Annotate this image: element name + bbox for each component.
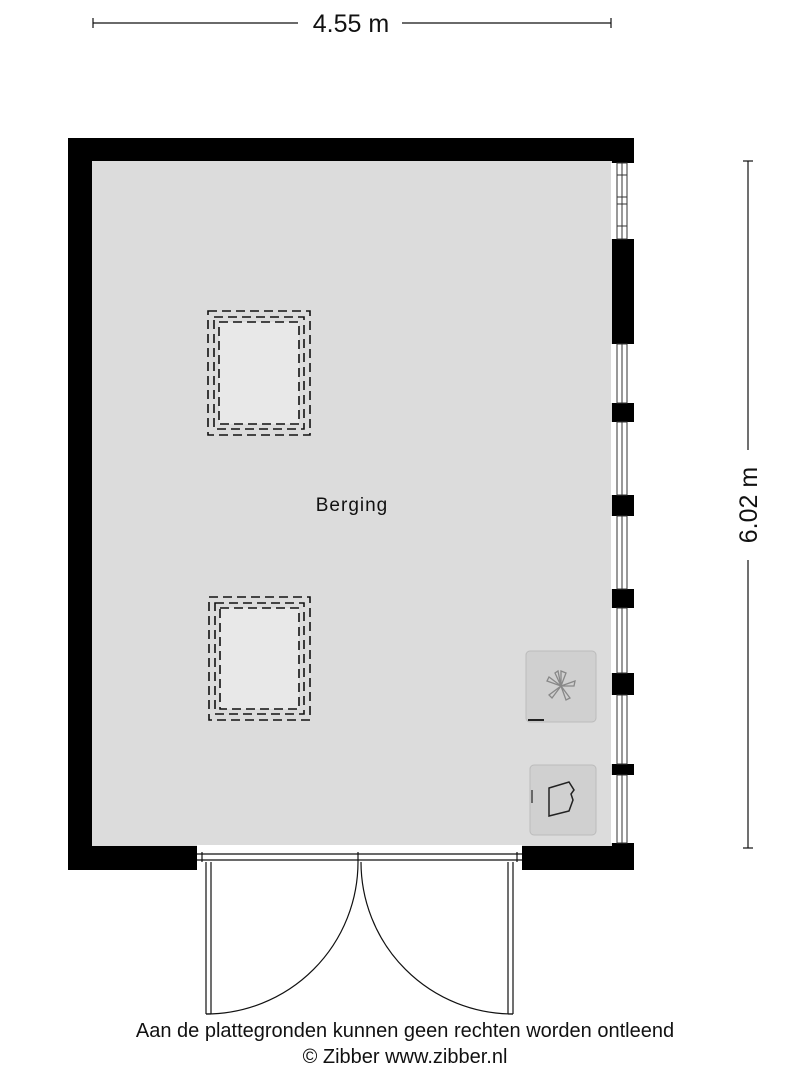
- room-floor: [92, 161, 612, 846]
- height-dimension: 6.02 m: [735, 160, 763, 849]
- width-label: 4.55 m: [313, 10, 389, 38]
- walls: [68, 138, 634, 871]
- height-label: 6.02 m: [735, 467, 763, 543]
- skylight-top: [207, 310, 311, 436]
- fan-icon: [525, 650, 597, 723]
- windows: [616, 162, 628, 844]
- width-dimension: 4.55 m: [92, 10, 612, 38]
- disclaimer-text: Aan de plattegronden kunnen geen rechten…: [135, 1020, 675, 1042]
- sink-icon: [529, 764, 597, 836]
- copyright-text: © Zibber www.zibber.nl: [302, 1046, 508, 1068]
- double-door: [197, 852, 522, 1015]
- room-label-berging: Berging: [316, 495, 389, 516]
- skylight-bottom: [208, 596, 311, 721]
